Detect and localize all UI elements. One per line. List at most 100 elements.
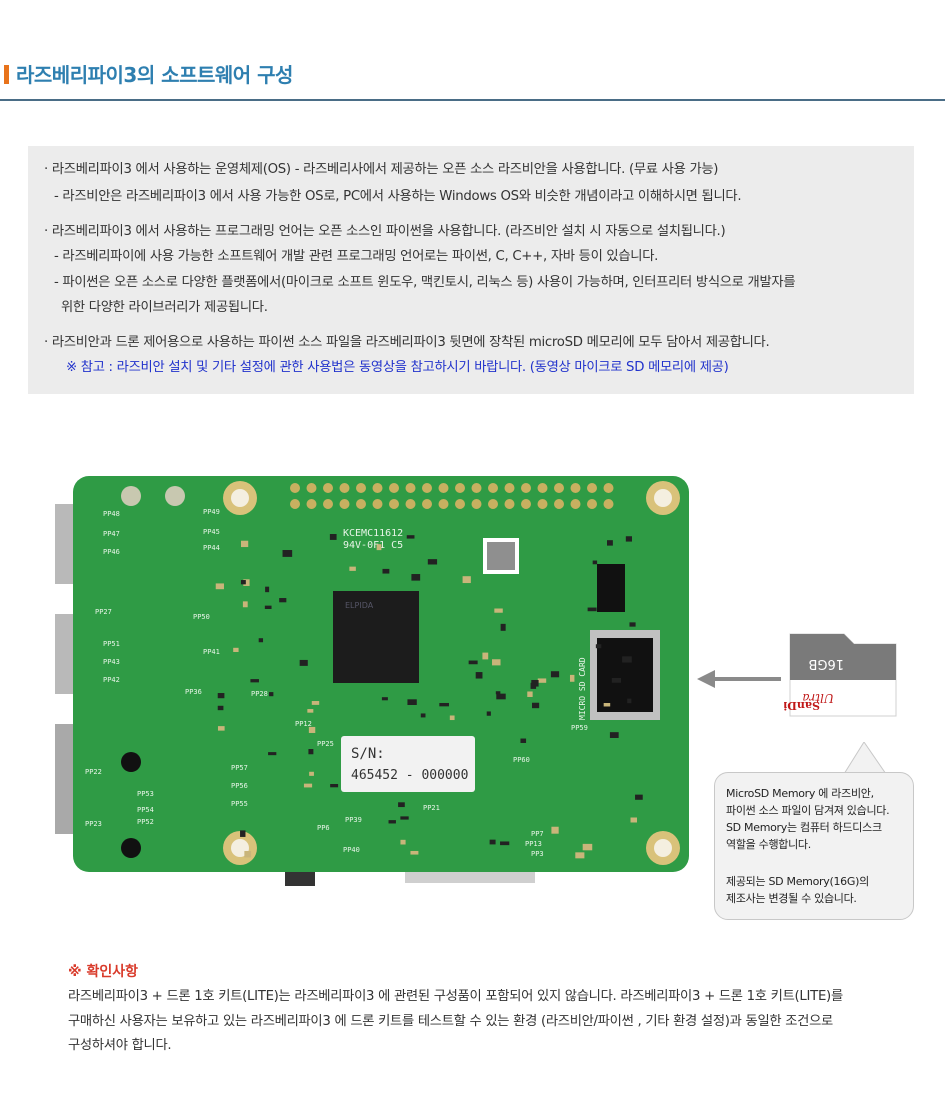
- gpio-pin: [306, 499, 317, 509]
- component: [603, 703, 611, 707]
- serial-label: S/N:: [351, 746, 385, 762]
- pad-label: PP41: [203, 648, 220, 656]
- component: [282, 550, 293, 557]
- component: [406, 535, 415, 539]
- component: [627, 698, 632, 704]
- gpio-pin: [405, 483, 416, 493]
- component: [550, 671, 560, 678]
- component: [486, 711, 491, 716]
- gpio-pin: [587, 499, 597, 509]
- component: [551, 826, 559, 834]
- notice-line: · 라즈비안과 드론 제어용으로 사용하는 파이썬 소스 파일을 라즈베리파이3…: [44, 335, 770, 350]
- component: [215, 583, 224, 590]
- component: [217, 726, 225, 731]
- component: [537, 678, 547, 683]
- notice-line: - 라즈베리파이에 사용 가능한 소프트웨어 개발 관련 프로그래밍 언어로는 …: [54, 249, 659, 264]
- sdcard-line: Ultra: [802, 691, 834, 705]
- pad-label: PP22: [85, 768, 102, 776]
- component: [569, 674, 575, 682]
- component: [607, 540, 613, 546]
- arrow-icon: [697, 670, 781, 688]
- component: [269, 692, 274, 697]
- pad-label: PP6: [317, 824, 330, 832]
- component: [400, 816, 409, 820]
- component: [500, 841, 510, 846]
- component: [258, 638, 264, 643]
- component: [595, 644, 602, 649]
- component: [307, 709, 314, 713]
- component: [382, 568, 390, 574]
- gpio-pin: [521, 499, 531, 509]
- gpio-pin: [603, 483, 614, 493]
- pad-label: PP7: [531, 830, 544, 838]
- raspberry-pi-board-image: ELPIDA KCEMC11612 94V-0F1 C5 MICRO SD CA…: [55, 474, 695, 894]
- gpio-pin: [389, 499, 399, 509]
- pad-label: PP27: [95, 608, 112, 616]
- notice-line: - 파이썬은 오픈 소스로 다양한 플랫폼에서(마이크로 소프트 윈도우, 맥킨…: [54, 275, 796, 290]
- pad-label: PP60: [513, 756, 530, 764]
- section-header: 라즈베리파이3의 소프트웨어 구성: [0, 55, 945, 101]
- sd-slot-label: MICRO SD CARD: [578, 657, 587, 720]
- gpio-pin: [306, 483, 317, 493]
- gpio-pin: [422, 483, 432, 493]
- gpio-pin: [471, 499, 482, 509]
- pad-label: PP53: [137, 790, 154, 798]
- gpio-pin: [471, 483, 482, 493]
- gpio-pin: [455, 483, 465, 493]
- pad-label: PP57: [231, 764, 248, 772]
- component: [240, 540, 249, 548]
- gpio-pin: [372, 483, 383, 493]
- pad-label: PP21: [423, 804, 440, 812]
- component: [242, 601, 248, 608]
- gpio-pin: [290, 499, 300, 509]
- check-line: 구매하신 사용자는 보유하고 있는 라즈베리파이3 에 드론 키트를 테스트할 …: [68, 1014, 833, 1029]
- gpio-pin: [504, 483, 515, 493]
- gpio-pin: [405, 499, 416, 509]
- component: [398, 802, 405, 808]
- bubble-line: 제조사는 변경될 수 있습니다.: [726, 892, 857, 905]
- info-bubble: MicroSD Memory 에 라즈비안, 파이썬 소스 파일이 담겨져 있습…: [714, 772, 914, 920]
- bubble-line: SD Memory는 컴퓨터 하드디스크: [726, 821, 882, 834]
- component: [475, 672, 483, 679]
- component: [527, 691, 533, 697]
- microsd-card-image: 16GB Ultra SanDisk: [784, 633, 897, 717]
- chip-label: ELPIDA: [345, 601, 374, 610]
- notice-line: 위한 다양한 라이브러리가 제공됩니다.: [61, 300, 268, 315]
- component: [625, 536, 632, 542]
- component: [240, 580, 246, 585]
- pad-label: PP48: [103, 510, 120, 518]
- page-title: 라즈베리파이3의 소프트웨어 구성: [16, 63, 293, 87]
- pad-label: PP36: [185, 688, 202, 696]
- check-line: 라즈베리파이3 + 드론 1호 키트(LITE)는 라즈베리파이3 에 관련된 …: [68, 989, 843, 1004]
- component: [330, 784, 339, 788]
- component: [530, 682, 537, 689]
- gpio-pin: [323, 499, 333, 509]
- gpio-pin: [438, 483, 449, 493]
- gpio-pin: [603, 499, 614, 509]
- board-marking: KCEMC11612: [343, 528, 403, 539]
- component: [492, 659, 501, 666]
- bubble-line: MicroSD Memory 에 라즈비안,: [726, 787, 874, 800]
- component: [329, 534, 337, 540]
- component: [217, 705, 224, 711]
- component: [268, 752, 277, 756]
- pad-label: PP54: [137, 806, 154, 814]
- pad-label: PP25: [317, 740, 334, 748]
- gpio-pin: [537, 483, 548, 493]
- component: [420, 713, 426, 718]
- notice-box: [28, 146, 914, 394]
- component: [489, 839, 496, 845]
- bubble-tail: [843, 742, 887, 776]
- component: [609, 732, 619, 738]
- component: [407, 699, 417, 705]
- component: [630, 817, 638, 823]
- component: [494, 608, 503, 613]
- component: [582, 843, 593, 851]
- component: [299, 659, 308, 666]
- component: [611, 677, 621, 683]
- pad-label: PP59: [571, 724, 588, 732]
- component: [468, 660, 478, 665]
- pad-label: PP40: [343, 846, 360, 854]
- pad-label: PP56: [231, 782, 248, 790]
- component: [592, 560, 598, 565]
